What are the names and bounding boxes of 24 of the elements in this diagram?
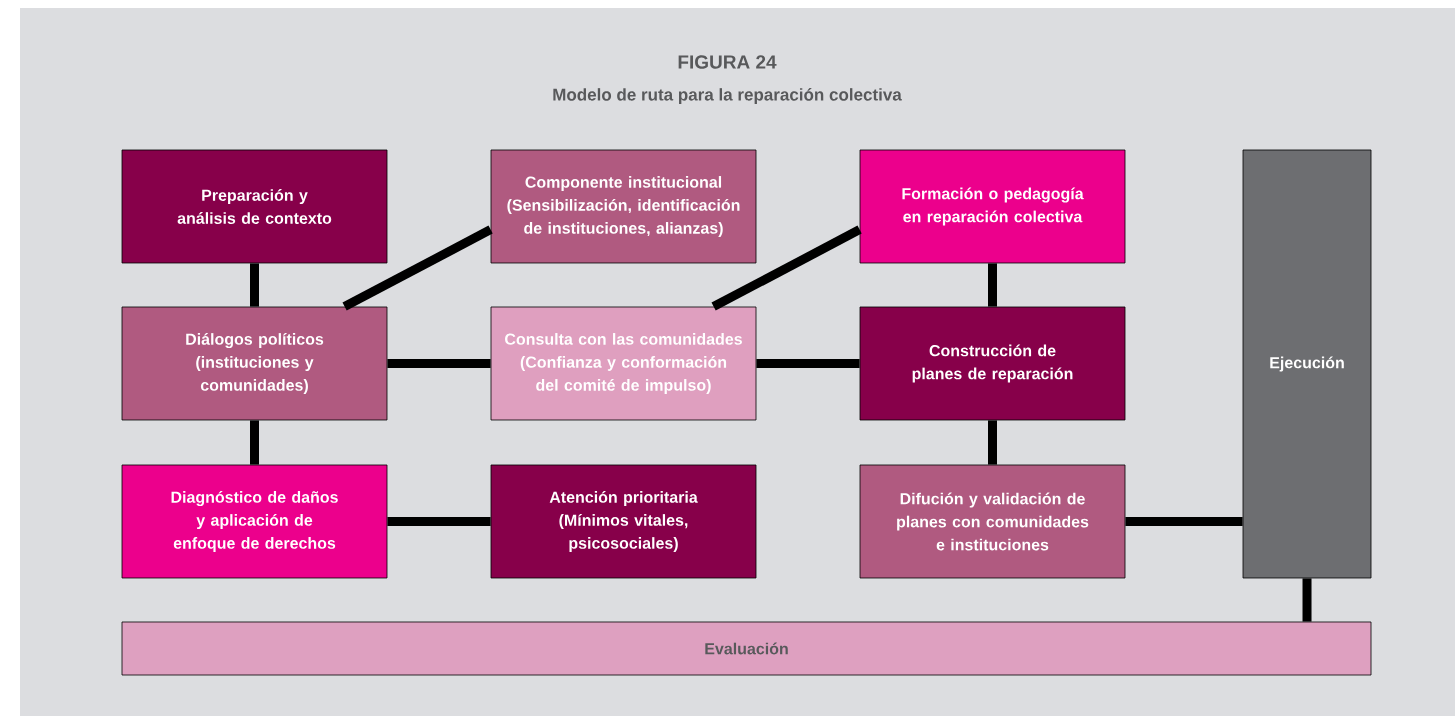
connector-line (342, 225, 493, 311)
process-box: Difución y validación de planes con comunidades e instituciones (859, 464, 1126, 579)
connector-line (250, 263, 259, 307)
process-box: Atención prioritaria (Mínimos vitales, psicosociales) (490, 464, 757, 579)
process-box: Diálogos políticos (instituciones y comunidades) (121, 306, 388, 421)
execution-bar: Ejecución (1242, 149, 1372, 579)
process-box: Construcción de planes de reparación (859, 306, 1126, 421)
figure-title: FIGURA 24 (678, 55, 777, 69)
figure-subtitle: Modelo de ruta para la reparación colectiva (553, 88, 902, 104)
connector-line (1125, 517, 1243, 526)
evaluation-bar: Evaluación (121, 621, 1372, 676)
process-box: Formación o pedagogía en reparación colectiva (859, 149, 1126, 264)
connector-line (387, 359, 491, 368)
connector-line (711, 225, 862, 311)
connector-line (988, 263, 997, 307)
connector-line (387, 517, 491, 526)
process-box: Consulta con las comunidades (Confianza y conformación del comité de impulso) (490, 306, 757, 421)
connector-line (250, 420, 259, 465)
connector-line (756, 359, 860, 368)
process-box: Diagnóstico de daños y aplicación de enfoque de derechos (121, 464, 388, 579)
connector-line (988, 420, 997, 465)
connector-line (1302, 578, 1312, 622)
process-box: Preparación y análisis de contexto (121, 149, 388, 264)
process-box: Componente institucional (Sensibilización, identificación de instituciones, alianzas) (490, 149, 757, 264)
